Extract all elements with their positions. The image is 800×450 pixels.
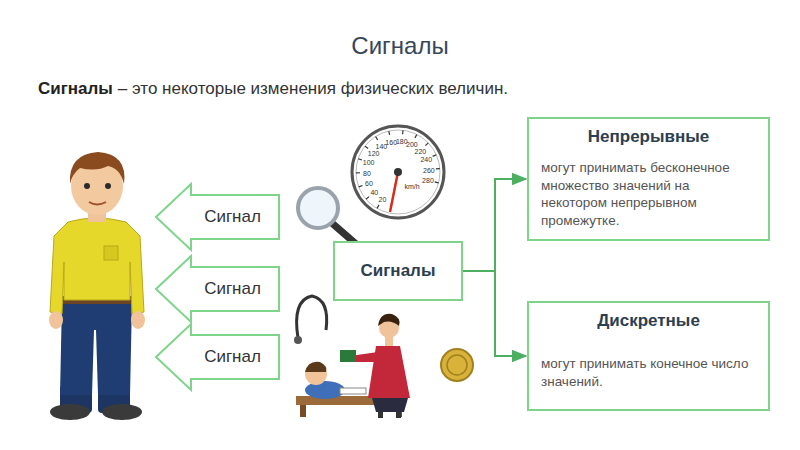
gauge-tick	[433, 155, 437, 157]
gauge-number: 20	[379, 195, 387, 202]
illustration-part	[305, 362, 326, 372]
gauge-tick	[365, 146, 368, 148]
boy-figure	[49, 152, 145, 420]
gauge-number: 220	[415, 147, 427, 154]
gauge-tick	[376, 137, 378, 140]
gauge-tick	[402, 130, 404, 134]
illustration-part	[49, 311, 63, 329]
node-heading: Сигнал	[204, 279, 261, 299]
arrow-outline-path	[156, 256, 279, 322]
gauge-tick	[359, 185, 363, 186]
illustration-part	[378, 412, 383, 418]
illustration-part	[297, 296, 327, 338]
speedometer	[352, 126, 444, 218]
connector	[463, 179, 526, 271]
gauge-tick	[366, 197, 369, 200]
gauge-tick	[377, 205, 379, 208]
node-heading: Дискретные	[541, 311, 756, 331]
gauge-number: 180	[396, 138, 408, 145]
coin	[441, 349, 473, 381]
gauge-unit: km/h	[404, 183, 419, 190]
definition-text: – это некоторые изменения физических вел…	[118, 79, 508, 99]
gauge-tick	[415, 134, 417, 138]
gauge-number: 240	[420, 156, 432, 163]
gauge-tick	[388, 131, 390, 135]
gauge-number: 120	[368, 149, 380, 156]
root-box: Сигналы	[333, 241, 463, 301]
illustration-part	[372, 398, 408, 412]
node-heading: Сигнал	[204, 207, 261, 227]
gauge-number: 40	[370, 189, 378, 196]
doctor-scene	[294, 296, 410, 418]
illustration-part	[352, 126, 444, 218]
illustration-part	[340, 350, 356, 362]
gauge-number: 80	[363, 169, 371, 176]
gauge-number: 60	[365, 179, 373, 186]
definition-line: Сигналы– это некоторые изменения физичес…	[38, 79, 508, 99]
illustration-part	[50, 218, 144, 314]
node-heading: Сигналы	[361, 261, 436, 281]
signal-arrow: Сигнал	[155, 323, 280, 391]
illustration-part	[50, 404, 90, 420]
illustration-part	[441, 349, 473, 381]
arrow-outline-path	[156, 184, 279, 250]
illustration-part	[84, 183, 90, 189]
illustration-part	[104, 246, 118, 260]
category-box: Дискретные могут принимать конечное число…	[527, 301, 770, 411]
gauge-number: 260	[423, 166, 435, 173]
gauge-number: 200	[406, 141, 418, 148]
category-box: Непрерывные могут принимать бесконечное м…	[527, 117, 770, 241]
gauge-number: 160	[385, 138, 397, 145]
illustration-part	[294, 336, 302, 344]
gauge-tick	[358, 159, 362, 160]
connector	[463, 271, 526, 356]
illustration-part	[131, 311, 145, 329]
signal-arrow: Сигнал	[155, 183, 280, 251]
gauge-tick	[425, 143, 428, 146]
gauge-tick	[356, 172, 360, 173]
illustration-part	[378, 314, 400, 326]
gauge-tick	[435, 182, 439, 183]
gauge-number: 100	[363, 159, 375, 166]
node-heading: Сигнал	[204, 347, 261, 367]
speedometer-ticks	[356, 130, 440, 208]
node-description: могут принимать бесконечное множество зн…	[541, 159, 756, 229]
illustration-part	[356, 130, 440, 214]
defined-term: Сигналы	[38, 79, 113, 99]
illustration-part	[300, 405, 306, 417]
node-heading: Непрерывные	[541, 127, 756, 147]
illustration-part	[105, 183, 111, 189]
illustration-part	[298, 188, 338, 228]
gauge-tick	[436, 168, 440, 170]
illustration-part	[60, 300, 132, 395]
illustration-part	[70, 152, 125, 184]
illustration-part	[89, 202, 106, 205]
illustration-part	[390, 172, 398, 212]
illustration-part	[340, 388, 366, 394]
slide-title: Сигналы	[0, 32, 800, 60]
node-description: могут принимать конечное число значений.	[541, 355, 756, 390]
illustration-part	[102, 404, 142, 420]
illustration-part	[447, 355, 467, 375]
illustration-part	[394, 168, 402, 176]
illustration-part	[396, 412, 401, 418]
gauge-number: 280	[422, 177, 434, 184]
signal-arrow: Сигнал	[155, 255, 280, 323]
arrow-outline-path	[156, 324, 279, 390]
magnifier	[298, 188, 356, 244]
